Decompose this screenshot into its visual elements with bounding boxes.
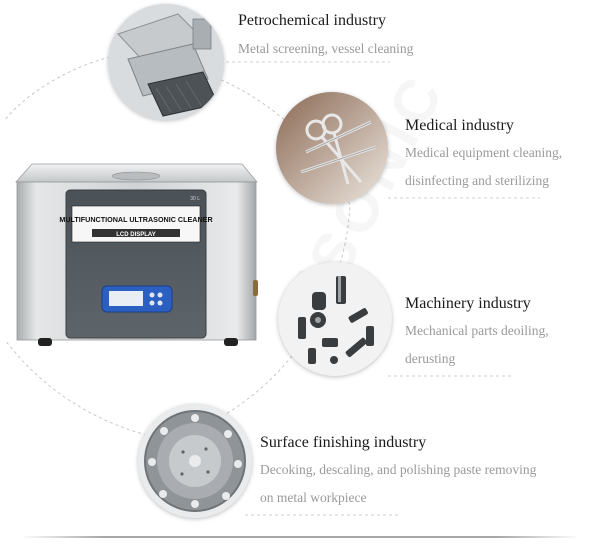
panel-title: MULTIFUNCTIONAL ULTRASONIC CLEANER: [59, 215, 213, 224]
machinery-industry-block: Machinery industry Mechanical parts deoi…: [405, 294, 549, 373]
medical-industry-block: Medical industry Medical equipment clean…: [405, 116, 562, 195]
industry-description: Decoking, descaling, and polishing paste…: [260, 462, 537, 477]
mechanical-parts-icon: [278, 262, 392, 376]
industry-description: derusting: [405, 351, 456, 366]
industry-title: Surface finishing industry: [260, 434, 427, 451]
panel-subtitle: LCD DISPLAY: [116, 232, 155, 238]
capacity-label: 30 L: [190, 196, 200, 202]
petrochemical-photo: [108, 4, 224, 120]
surface-finishing-photo: [138, 404, 252, 518]
metal-screen-icon: [108, 4, 224, 120]
surface-finishing-industry-block: Surface finishing industry Decoking, des…: [260, 433, 536, 512]
industry-description: disinfecting and sterilizing: [405, 173, 549, 188]
industry-description: on metal workpiece: [260, 490, 367, 505]
industry-title: Petrochemical industry: [238, 12, 386, 29]
scissors-icon: [276, 92, 388, 204]
ultrasonic-cleaner-illustration: MULTIFUNCTIONAL ULTRASONIC CLEANER LCD D…: [14, 160, 259, 352]
industry-description: Medical equipment cleaning,: [405, 145, 563, 160]
medical-photo: [276, 92, 388, 204]
machinery-photo: [278, 262, 392, 376]
industry-description: Mechanical parts deoiling,: [405, 323, 549, 338]
industry-title: Medical industry: [405, 117, 514, 134]
industry-title: Machinery industry: [405, 295, 531, 312]
bottom-divider: [20, 536, 580, 538]
industry-description: Metal screening, vessel cleaning: [238, 41, 414, 56]
petrochemical-industry-block: Petrochemical industry Metal screening, …: [238, 11, 413, 63]
metal-disc-icon: [138, 404, 252, 518]
